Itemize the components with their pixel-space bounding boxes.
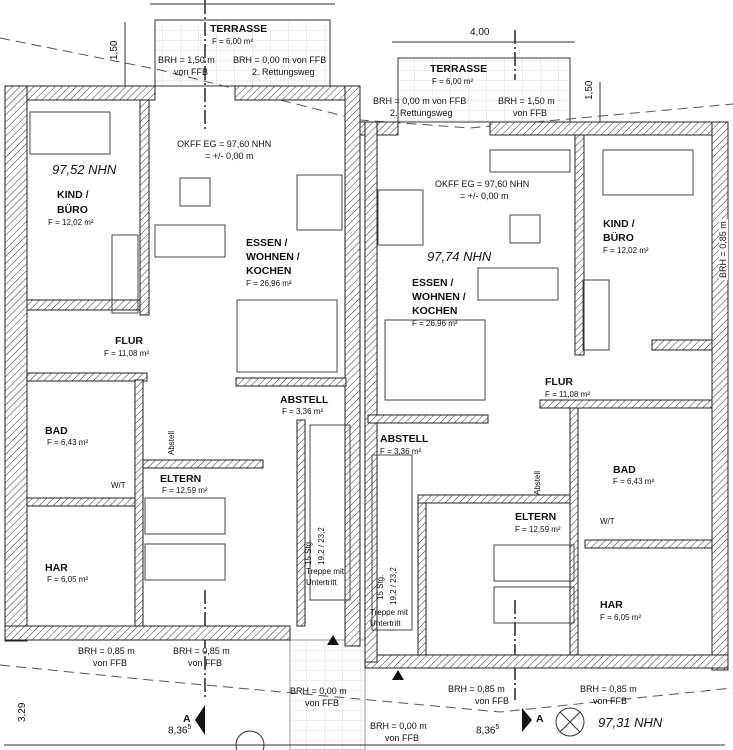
site-dim-b: 8,365	[476, 724, 499, 736]
left-door-sub: von FFB	[305, 698, 340, 708]
left-terrace-area: F = 6,00 m²	[212, 37, 254, 46]
right-window-1-sub: von FFB	[475, 696, 510, 706]
terraces	[154, 19, 571, 750]
ground-level-mark: 97,31 NHN	[598, 715, 663, 730]
left-window-2-sub: von FFB	[188, 658, 223, 668]
left-essen-label-3: KOCHEN	[246, 265, 292, 277]
left-window-2-brh: BRH = 0,85 m	[173, 646, 230, 656]
right-door-sub: von FFB	[385, 733, 420, 743]
walls	[4, 85, 729, 671]
left-stair-note-2: Untertritt	[306, 578, 337, 587]
section-marker-right: A	[536, 713, 544, 725]
right-har-label: HAR	[600, 599, 623, 611]
left-har-area: F = 6,05 m²	[47, 575, 89, 584]
right-window-2-brh: BRH = 0,85 m	[580, 684, 637, 694]
left-terrace-dim: 1,50	[109, 40, 120, 60]
right-terrace-label: TERRASSE	[430, 63, 488, 75]
left-stair-steps: 15 Stg.	[304, 539, 313, 565]
left-bad-area: F = 6,43 m²	[47, 438, 89, 447]
right-terrace-brh1-sub: 2. Rettungsweg	[390, 108, 453, 118]
right-stair-steps: 15 Stg.	[376, 574, 385, 600]
right-stair-note-2: Untertritt	[370, 619, 401, 628]
left-stair-ratio: 19,2 / 23,2	[317, 527, 326, 565]
site-dim-a-value: 8,36	[168, 725, 188, 737]
left-eltern-area: F = 12,59 m²	[162, 486, 208, 495]
left-abstell-label: ABSTELL	[280, 394, 329, 406]
left-stair-note: Treppe mit	[306, 567, 344, 576]
site-dim-a-sup: 5	[187, 724, 192, 731]
left-eltern-label: ELTERN	[160, 473, 202, 485]
right-kind-label-2: BÜRO	[603, 232, 634, 244]
right-essen-label-3: KOCHEN	[412, 305, 458, 317]
left-okff-sub: = +/- 0,00 m	[205, 151, 254, 161]
left-kind-area: F = 12,02 m²	[48, 218, 94, 227]
right-eltern-area: F = 12,59 m²	[515, 525, 561, 534]
left-wt: W/T	[111, 481, 126, 490]
left-kind-label-2: BÜRO	[57, 204, 88, 216]
right-terrace-brh2-sub: von FFB	[513, 108, 548, 118]
right-side-brh: BRH = 0,85 m	[718, 219, 728, 280]
left-abstell-area: F = 3,36 m²	[282, 407, 324, 416]
right-bad-area: F = 6,43 m²	[613, 477, 655, 486]
right-level-mark: 97,74 NHN	[427, 249, 492, 264]
right-essen-area: F = 26,96 m²	[412, 319, 458, 328]
right-stair-ratio: 19,2 / 23,2	[389, 567, 398, 605]
right-eltern-label: ELTERN	[515, 511, 557, 523]
site-dim-b-value: 8,36	[476, 725, 496, 737]
north-section-markers	[195, 635, 585, 750]
site-dim-b-sup: 5	[495, 724, 500, 731]
left-okff: OKFF EG = 97,60 NHN	[177, 139, 272, 149]
left-essen-label-2: WOHNEN /	[246, 251, 300, 263]
right-door-brh: BRH = 0,00 m	[370, 721, 427, 731]
furniture	[29, 111, 694, 631]
right-abstell-closet: Abstell	[533, 470, 542, 495]
left-har-label: HAR	[45, 562, 68, 574]
left-flur-label: FLUR	[115, 335, 143, 347]
right-flur-area: F = 11,08 m²	[545, 390, 590, 399]
right-okff-sub: = +/- 0,00 m	[460, 191, 509, 201]
right-stair-note: Treppe mit	[370, 608, 408, 617]
left-essen-label: ESSEN /	[246, 237, 288, 249]
left-flur-area: F = 11,08 m²	[104, 349, 149, 358]
left-abstell-closet: Abstell	[167, 430, 176, 455]
left-kind-label: KIND /	[57, 189, 89, 201]
right-terrace-area: F = 6,00 m²	[432, 77, 474, 86]
right-terrace-dim: 1,50	[584, 80, 595, 100]
right-wt: W/T	[600, 517, 615, 526]
left-door-brh: BRH = 0,00 m	[290, 686, 347, 696]
right-bad-label: BAD	[613, 464, 636, 476]
right-terrace-brh1: BRH = 0,00 m von FFB	[373, 96, 467, 106]
site-dim-a: 8,365	[168, 724, 191, 736]
left-bad-label: BAD	[45, 425, 68, 437]
right-window-1-brh: BRH = 0,85 m	[448, 684, 505, 694]
section-marker-left: A	[183, 713, 191, 725]
right-abstell-area: F = 3,36 m²	[380, 447, 422, 456]
right-abstell-label: ABSTELL	[380, 433, 429, 445]
left-terrace-brh2: BRH = 0,00 m von FFB	[233, 55, 327, 65]
left-terrace-brh2-sub: 2. Rettungsweg	[252, 67, 315, 77]
right-okff: OKFF EG = 97,60 NHN	[435, 179, 530, 189]
right-flur-label: FLUR	[545, 376, 573, 388]
left-level-mark: 97,52 NHN	[52, 162, 117, 177]
right-kind-area: F = 12,02 m²	[603, 246, 649, 255]
left-essen-area: F = 26,96 m²	[246, 279, 292, 288]
right-essen-label-2: WOHNEN /	[412, 291, 466, 303]
right-har-area: F = 6,05 m²	[600, 613, 642, 622]
left-terrace-brh1-sub: von FFB	[174, 67, 209, 77]
right-terrace-width: 4,00	[470, 27, 490, 38]
left-terrace-brh1: BRH = 1,50 m	[158, 55, 215, 65]
right-terrace-brh2: BRH = 1,50 m	[498, 96, 555, 106]
left-terrace-label: TERRASSE	[210, 23, 268, 35]
site-dim-left: 3,29	[17, 702, 28, 722]
right-essen-label: ESSEN /	[412, 277, 454, 289]
left-window-1-sub: von FFB	[93, 658, 128, 668]
right-window-2-sub: von FFB	[593, 696, 628, 706]
right-kind-label: KIND /	[603, 218, 635, 230]
left-window-1-brh: BRH = 0,85 m	[78, 646, 135, 656]
